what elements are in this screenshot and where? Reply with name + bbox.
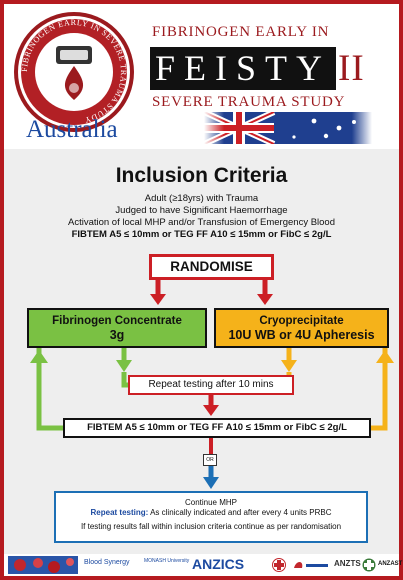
randomise-box: RANDOMISE (149, 254, 274, 280)
brand-roman-numeral: II (338, 48, 365, 89)
australian-flag-icon (204, 112, 372, 144)
final-line-repeat: Repeat testing: As clinically indicated … (56, 508, 366, 518)
final-line-continue: Continue MHP (184, 498, 238, 507)
poster: FIBRINOGEN EARLY IN SEVERE TRAUMA STUDY … (4, 4, 403, 576)
or-to-final-arrow (203, 466, 219, 489)
anzast-emblem-icon (362, 558, 376, 572)
arm2-title: Cryoprecipitate (259, 315, 344, 327)
repeat-testing-box: Repeat testing after 10 mins (128, 375, 294, 395)
criterion-threshold: FIBTEM A5 ≤ 10mm or TEG FF A10 ≤ 15mm or… (71, 229, 332, 240)
final-repeat-text: As clinically indicated and after every … (148, 508, 332, 517)
arm2-dose: 10U WB or 4U Apheresis (228, 328, 375, 342)
sponsor-logo-icon (294, 562, 328, 568)
country-label: Australia (26, 116, 118, 143)
sponsor-anzics: ANZICS (192, 556, 245, 572)
continue-mhp-box: Continue MHP Repeat testing: As clinical… (54, 491, 368, 543)
randomise-split-arrows (150, 280, 273, 305)
sponsor-strip: Blood Synergy MONASH University ANZICS A… (4, 554, 403, 576)
retest-threshold-box: FIBTEM A5 ≤ 10mm or TEG FF A10 ≤ 15mm or… (63, 418, 371, 438)
sponsor-anzast: ANZAST (378, 561, 403, 567)
header: FIBRINOGEN EARLY IN SEVERE TRAUMA STUDY … (4, 4, 399, 149)
arm1-title: Fibrinogen Concentrate (52, 315, 182, 327)
inclusion-criteria-title: Inclusion Criteria (115, 164, 288, 187)
final-repeat-label: Repeat testing: (90, 508, 149, 517)
criterion-adult: Adult (≥18yrs) with Trauma (144, 193, 259, 204)
or-label: OR (203, 454, 217, 466)
sponsor-monash: MONASH University (144, 558, 190, 564)
sponsor-anzts: ANZTS (334, 559, 361, 568)
sponsor-blood-synergy: Blood Synergy (84, 559, 130, 566)
fibrinogen-concentrate-box: Fibrinogen Concentrate 3g (27, 308, 207, 348)
repeat-to-retest-arrow (203, 395, 219, 416)
cryoprecipitate-arm-arrows (281, 348, 394, 431)
red-cross-icon (272, 558, 286, 572)
brand-title-top: FIBRINOGEN EARLY IN (152, 24, 330, 40)
blood-cells-image (8, 556, 78, 574)
feisty-logo: FIBRINOGEN EARLY IN SEVERE TRAUMA STUDY (14, 12, 134, 132)
arm1-dose: 3g (109, 328, 125, 342)
brand-title-bottom: SEVERE TRAUMA STUDY (152, 94, 346, 110)
final-line-continue-randomisation: If testing results fall within inclusion… (80, 522, 342, 531)
cryoprecipitate-box: Cryoprecipitate 10U WB or 4U Apheresis (214, 308, 389, 348)
flow-connectors (30, 280, 394, 489)
criterion-mhp: Activation of local MHP and/or Transfusi… (67, 217, 336, 228)
brand-name: FEISTY (150, 47, 336, 90)
fibrinogen-arm-arrows (30, 348, 132, 431)
criterion-haemorrhage: Judged to have Significant Haemorrhage (115, 205, 288, 216)
